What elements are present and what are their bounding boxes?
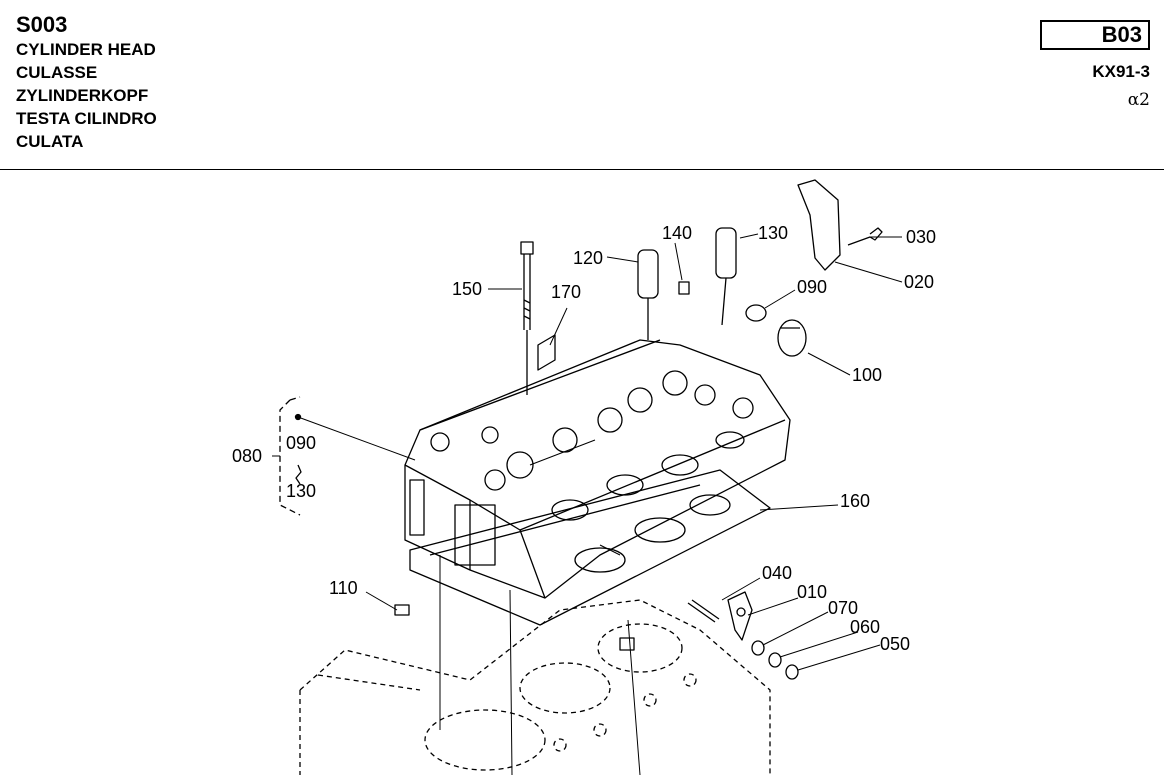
part-010-hook — [727, 591, 753, 641]
part-040-stud — [687, 599, 720, 623]
title-de: ZYLINDERKOPF — [16, 86, 149, 105]
cylinder-head-body — [404, 339, 791, 599]
callout-080-to: 130 — [286, 481, 316, 501]
part-150-bolt — [520, 241, 534, 395]
engine-block-drawing — [272, 179, 903, 775]
callout-170: 170 — [551, 282, 581, 302]
part-110-plug-b — [619, 637, 635, 651]
callout-030: 030 — [906, 227, 936, 247]
part-170-shim — [537, 334, 556, 371]
leader-dot — [294, 413, 302, 421]
callout-060: 060 — [850, 617, 880, 637]
group-080-range — [295, 464, 302, 485]
title-fr: CULASSE — [16, 63, 98, 82]
section-box: B03 — [1040, 20, 1150, 50]
gasket-160 — [409, 469, 771, 626]
group-080-bracket — [279, 396, 301, 516]
part-020-hanger — [797, 179, 841, 271]
callout-020: 020 — [904, 272, 934, 292]
model-variant: α2 — [1127, 90, 1150, 110]
callout-110: 110 — [329, 578, 358, 598]
page-code: S003 — [16, 12, 68, 37]
callout-130: 130 — [758, 223, 788, 243]
callout-100: 100 — [852, 365, 882, 385]
header-divider — [0, 169, 1164, 170]
part-130-guide — [715, 227, 737, 326]
callout-140: 140 — [662, 223, 692, 243]
title-en: CYLINDER HEAD — [16, 40, 156, 59]
part-090-ring — [745, 304, 767, 322]
title-es: CULATA — [16, 132, 84, 151]
callout-080-from: 090 — [286, 433, 316, 453]
callout-150: 150 — [452, 279, 482, 299]
part-110-plug-a — [394, 604, 410, 616]
callout-040: 040 — [762, 563, 792, 583]
part-030-bolt — [847, 227, 883, 246]
part-060-washer — [768, 652, 782, 668]
callout-050: 050 — [880, 634, 910, 654]
callout-080: 080 — [232, 446, 262, 466]
part-100-plug — [777, 319, 807, 357]
engine-block — [299, 599, 771, 775]
title-it: TESTA CILINDRO — [16, 109, 157, 128]
header-right: B03 KX91-3 α2 — [1040, 20, 1150, 110]
part-120-guide — [637, 249, 659, 340]
model-name: KX91-3 — [1092, 62, 1150, 81]
callout-090: 090 — [797, 277, 827, 297]
header-block: S003 CYLINDER HEAD CULASSE ZYLINDERKOPF … — [16, 12, 157, 153]
part-050-nut — [785, 664, 799, 680]
callout-160: 160 — [840, 491, 870, 511]
part-070-washer — [751, 640, 765, 656]
callout-010: 010 — [797, 582, 827, 602]
callout-070: 070 — [828, 598, 858, 618]
callout-120: 120 — [573, 248, 603, 268]
leader-lines — [272, 233, 903, 775]
part-140-seal — [678, 281, 690, 295]
